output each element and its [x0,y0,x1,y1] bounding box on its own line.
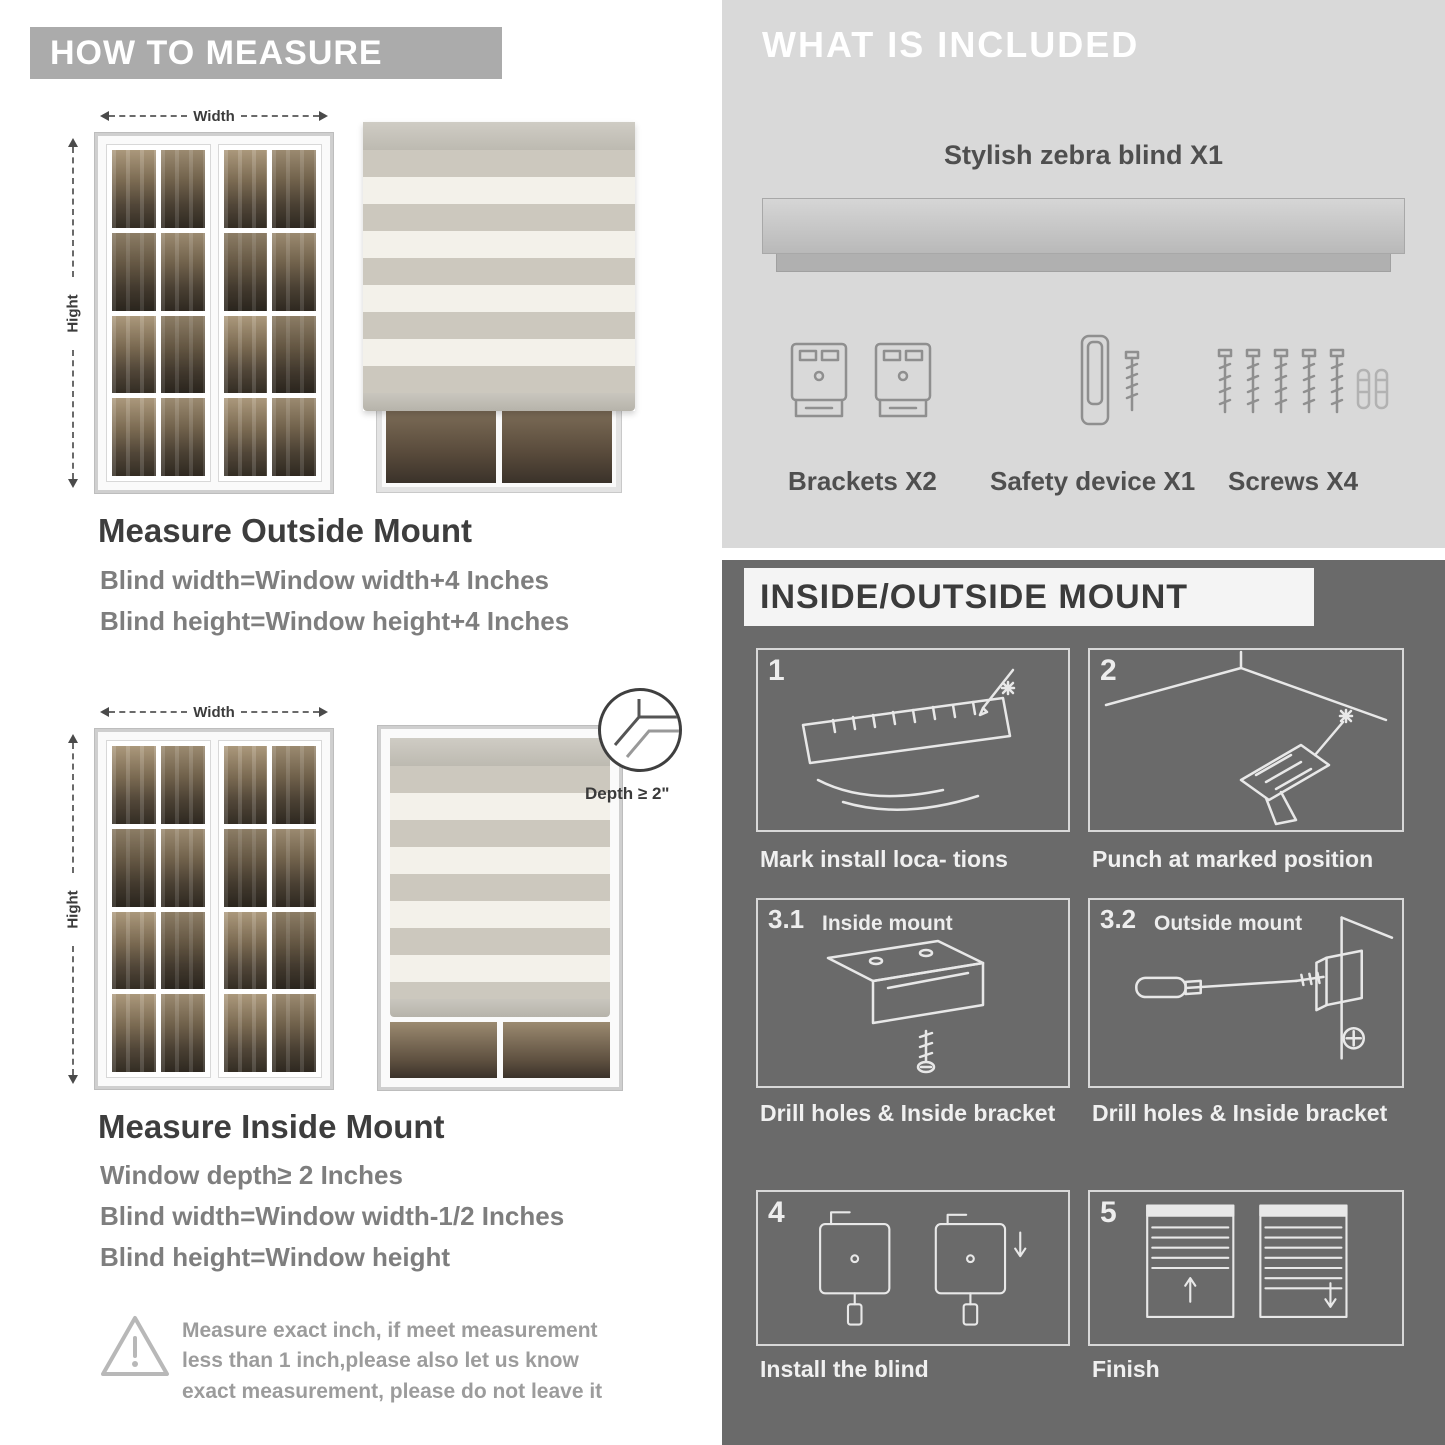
arrow-up-icon [68,133,78,147]
arrow-right-icon [319,707,333,717]
how-to-measure-title: HOW TO MEASURE [50,34,383,72]
width-arrow-outside: Width [95,106,333,126]
mount-section-header: INSIDE/OUTSIDE MOUNT [744,568,1314,626]
window-behind-blind [390,1017,610,1078]
zebra-blind [363,122,635,411]
arrow-up-icon [68,729,78,743]
step-2-caption: Punch at marked position [1092,846,1374,872]
safety-device-icon [1080,334,1140,426]
arrow-left-icon [95,707,109,717]
inside-height-formula: Blind height=Window height [100,1242,450,1272]
step-5-panel: 5 [1088,1190,1404,1346]
zebra-blind [390,738,610,1017]
outside-width-formula: Blind width=Window width+4 Inches [100,565,549,595]
zebra-blind-quantity-label: Stylish zebra blind X1 [943,140,1224,170]
measure-inside-mount-heading: Measure Inside Mount [98,1108,445,1145]
blind-bottom-rail [363,392,635,411]
blind-cassette [363,122,635,150]
arrow-down-icon [68,479,78,493]
window-sash [106,144,211,482]
zebra-blind-headrail-illustration [762,198,1405,272]
step-1-caption: Mark install loca- tions [760,846,1008,872]
drill-illustration [1104,650,1388,826]
height-label: Hight [64,293,82,333]
step-4-panel: 4 [756,1190,1070,1346]
outside-bracket-illustration [1135,916,1394,1060]
width-label: Width [193,107,235,125]
step-3-1-caption: Drill holes & Inside bracket [760,1100,1056,1126]
zebra-blind-inside-mount-illustration [378,726,622,1090]
blind-cassette [390,738,610,766]
depth-callout-label: Depth ≥ 2" [585,784,670,803]
step-3-2-caption: Drill holes & Inside bracket [1092,1100,1388,1126]
width-label: Width [193,703,235,721]
screws-icon [1217,348,1389,414]
step-3-1-panel: 3.1 Inside mount [756,898,1070,1088]
step-number: 3.2 [1100,904,1137,934]
outside-height-formula: Blind height=Window height+4 Inches [100,606,570,636]
blind-stripes [390,766,610,999]
safety-device-label: Safety device X1 [990,466,1196,496]
screws-label: Screws X4 [1228,466,1359,496]
install-blind-illustration [819,1211,1027,1326]
step-4-caption: Install the blind [760,1356,929,1382]
step-3-2-panel: 3.2 Outside mount [1088,898,1404,1088]
step-number: 2 [1100,654,1117,687]
step-2-panel: 2 [1088,648,1404,832]
arrow-down-icon [68,1075,78,1089]
width-arrow-inside: Width [95,702,333,722]
brackets-label: Brackets X2 [788,466,937,496]
height-label: Hight [64,889,82,929]
inside-depth-requirement: Window depth≥ 2 Inches [100,1160,403,1190]
window-corner-detail-icon [613,699,679,758]
height-arrow-outside: Hight [62,133,84,493]
window-illustration-outside [95,133,333,493]
window-illustration-inside [95,729,333,1089]
depth-callout-circle [598,688,682,772]
step-title: Inside mount [822,912,953,935]
inside-bracket-illustration [826,939,985,1074]
step-number: 5 [1100,1196,1117,1229]
measure-outside-mount-heading: Measure Outside Mount [98,512,473,549]
window-sash [217,144,322,482]
inside-width-formula: Blind width=Window width-1/2 Inches [100,1201,565,1231]
finish-blinds-illustration [1146,1204,1348,1319]
window-sash [106,740,211,1078]
blind-bottom-rail [390,998,610,1017]
arrow-left-icon [95,111,109,121]
window-sash [217,740,322,1078]
what-is-included-panel: WHAT IS INCLUDED Stylish zebra blind X1 [722,0,1445,548]
what-is-included-title: WHAT IS INCLUDED [762,24,1140,65]
measurement-warning-text: Measure exact inch, if meet measurement … [182,1319,603,1403]
brackets-icon [790,342,932,418]
inside-outside-mount-panel: INSIDE/OUTSIDE MOUNT 1 2 [722,560,1445,1445]
step-title: Outside mount [1154,912,1303,935]
mark-location-illustration [801,668,1016,811]
step-number: 4 [768,1196,785,1229]
mount-section-title: INSIDE/OUTSIDE MOUNT [760,578,1189,616]
step-number: 3.1 [768,904,805,934]
blind-stripes [363,150,635,393]
zebra-blind-outside-mount-illustration [363,122,635,492]
height-arrow-inside: Hight [62,729,84,1089]
warning-triangle-icon [101,1316,169,1376]
arrow-right-icon [319,111,333,121]
step-1-panel: 1 [756,648,1070,832]
how-to-measure-header: HOW TO MEASURE [30,27,502,79]
step-number: 1 [768,654,785,687]
step-5-caption: Finish [1092,1356,1160,1382]
